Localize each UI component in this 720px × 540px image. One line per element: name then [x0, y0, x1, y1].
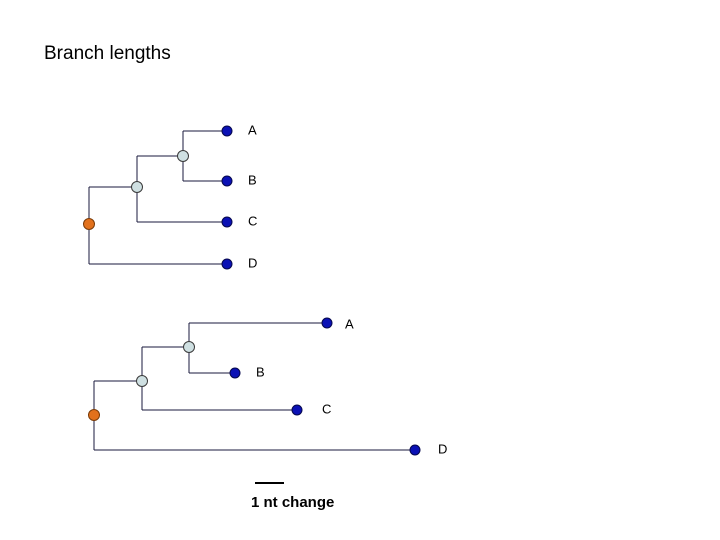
leaf-node-C[interactable] — [221, 216, 233, 228]
internal-node-AB-circle[interactable] — [183, 341, 195, 353]
leaf-node-A[interactable] — [221, 125, 233, 137]
root-node-circle[interactable] — [88, 409, 100, 421]
page-title: Branch lengths — [44, 43, 171, 64]
internal-node-ABC-circle[interactable] — [131, 181, 143, 193]
taxon-label-B: B — [248, 172, 257, 187]
taxon-label-A: A — [345, 316, 354, 331]
leaf-node-A[interactable] — [321, 317, 333, 329]
root-node-circle[interactable] — [83, 218, 95, 230]
taxon-label-C: C — [322, 401, 331, 416]
internal-node-AB-circle[interactable] — [177, 150, 189, 162]
leaf-node-D[interactable] — [409, 444, 421, 456]
leaf-node-D[interactable] — [221, 258, 233, 270]
taxon-label-A: A — [248, 122, 257, 137]
scale-bar-label: 1 nt change — [251, 494, 335, 511]
leaf-node-C[interactable] — [291, 404, 303, 416]
leaf-node-B[interactable] — [221, 175, 233, 187]
tree-phylogram: A B C D — [88, 316, 447, 456]
leaf-node-B[interactable] — [229, 367, 241, 379]
taxon-label-B: B — [256, 364, 265, 379]
taxon-label-C: C — [248, 213, 257, 228]
tree-cladogram: A B C D — [83, 122, 257, 270]
taxon-label-D: D — [248, 255, 257, 270]
internal-node-ABC-circle[interactable] — [136, 375, 148, 387]
taxon-label-D: D — [438, 441, 447, 456]
